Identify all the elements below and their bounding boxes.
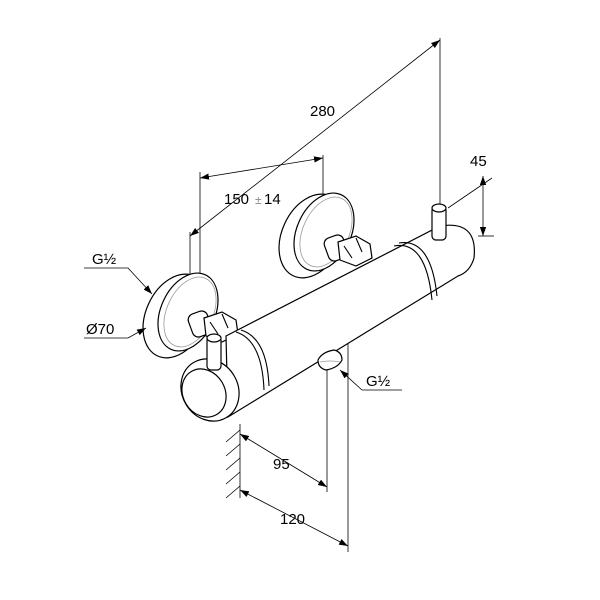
label-inlet-thread: G½: [92, 251, 117, 268]
dim-center-distance: 150: [224, 191, 249, 208]
label-outlet-thread: G½: [366, 373, 391, 390]
dim-knob-height: 45: [470, 153, 487, 170]
wall-flange-left: [142, 272, 239, 359]
dim-depth: 120: [280, 511, 305, 528]
dim-tolerance-sign: ±: [255, 193, 262, 207]
thermostat-body: [180, 203, 475, 422]
dim-center-tolerance: 14: [264, 191, 281, 208]
dimension-lines: [84, 39, 487, 547]
dim-outlet-offset: 95: [273, 456, 290, 473]
wall-hatching: [225, 424, 241, 499]
dim-total-length: 280: [310, 103, 335, 120]
label-flange-diameter: Ø70: [86, 321, 114, 338]
